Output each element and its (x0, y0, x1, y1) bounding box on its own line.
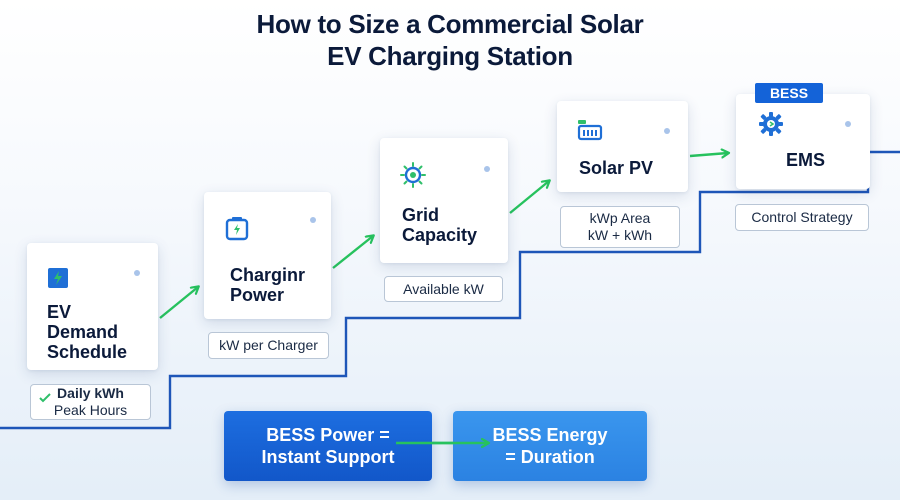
detail-pill-solar-pv: kWp Area kW + kWh (560, 206, 680, 248)
detail-pill-ev-demand: Daily kWh Peak Hours (30, 384, 151, 420)
step-dot (845, 121, 851, 127)
detail-pill-grid-capacity: Available kW (384, 276, 503, 302)
ev-battery-icon (48, 268, 68, 288)
detail-line: kWp Area (589, 210, 651, 226)
charger-bolt-icon (225, 217, 249, 241)
step-dot (134, 270, 140, 276)
step-label: EMS (786, 150, 826, 170)
arrow-solar-to-ems (689, 153, 728, 156)
step-card-charger-power: Charginr Power (204, 192, 331, 319)
check-icon (39, 393, 51, 403)
detail-pill-charger-power: kW per Charger (208, 332, 329, 359)
detail-line: Available kW (403, 280, 484, 297)
step-label: Charginr Power (230, 265, 306, 305)
page-title: How to Size a Commercial Solar EV Chargi… (0, 8, 900, 72)
arrow-ev-to-charger (159, 287, 198, 319)
detail-pill-ems: Control Strategy (735, 204, 869, 231)
detail-line: Peak Hours (53, 402, 128, 418)
arrow-grid-to-solar (509, 181, 549, 214)
step-card-ev-demand: EV Demand Schedule (27, 243, 158, 370)
arrow-charger-to-grid (332, 236, 373, 269)
detail-line: kW + kWh (587, 227, 653, 243)
solar-panel-icon (577, 120, 603, 141)
grid-sun-icon (400, 162, 426, 188)
detail-line: Control Strategy (751, 209, 853, 225)
bess-power-box: BESS Power = Instant Support (224, 411, 432, 481)
step-card-grid-capacity: Grid Capacity (380, 138, 508, 263)
bess-tag: BESS (755, 83, 823, 103)
detail-line: kW per Charger (219, 337, 318, 353)
step-dot (310, 217, 316, 223)
gear-icon (759, 112, 783, 136)
step-card-solar-pv: Solar PV (557, 101, 688, 192)
title-line-2: EV Charging Station (327, 41, 573, 71)
detail-line: Daily kWh (57, 385, 124, 401)
step-dot (484, 166, 490, 172)
step-dot (664, 128, 670, 134)
bess-energy-box: BESS Energy = Duration (453, 411, 647, 481)
step-label: Solar PV (579, 158, 654, 178)
step-label: EV Demand Schedule (47, 302, 128, 362)
step-label: Grid Capacity (402, 205, 478, 245)
step-card-ems: EMS (736, 94, 870, 189)
title-line-1: How to Size a Commercial Solar (256, 9, 644, 39)
